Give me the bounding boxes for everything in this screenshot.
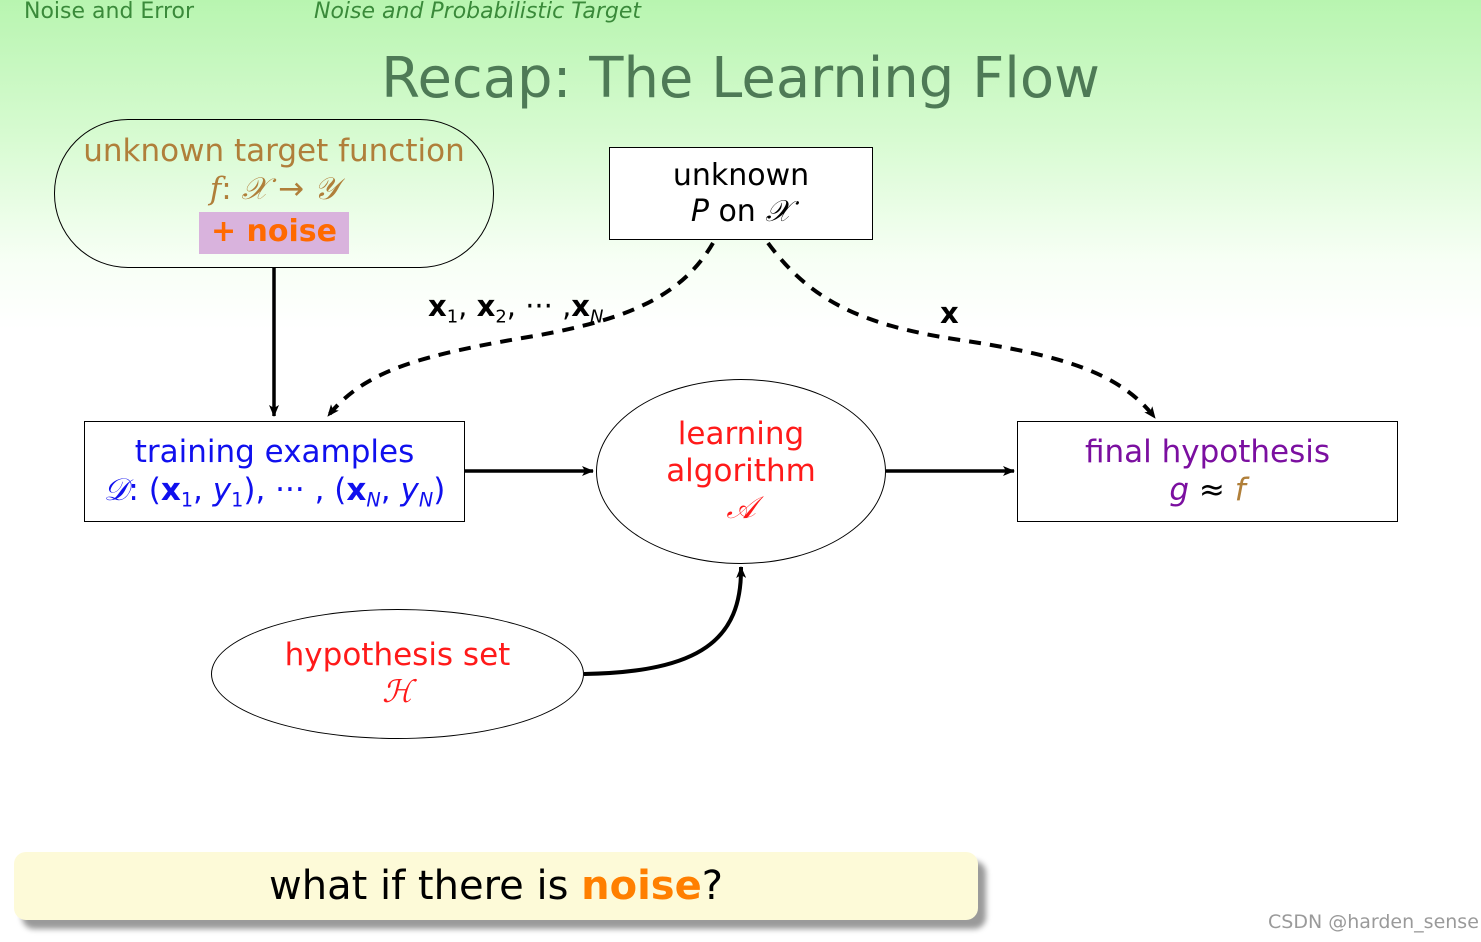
hypothesis-set-symbol: ℋ (382, 674, 413, 710)
samples-edge-label: x1, x2, ··· ,xN (428, 289, 604, 328)
final-hypothesis-formula: g ≈ f (1169, 471, 1246, 508)
training-examples-label: training examples (134, 434, 415, 471)
input-distribution-label: unknown (672, 157, 810, 193)
learning-algorithm-node: learning algorithm 𝒜 (596, 379, 886, 564)
target-function-formula: f: 𝒳 → 𝒴 (209, 170, 339, 207)
hypothesis-set-node: hypothesis set ℋ (211, 609, 584, 739)
question-callout: what if there is noise? (14, 852, 978, 920)
training-examples-node: training examples 𝒟: (x1, y1), ··· , (xN… (84, 421, 465, 522)
target-function-label: unknown target function (83, 133, 465, 170)
final-hypothesis-node: final hypothesis g ≈ f (1017, 421, 1398, 522)
target-function-node: unknown target function f: 𝒳 → 𝒴 + noise (54, 119, 494, 268)
learning-algorithm-label-2: algorithm (666, 452, 816, 489)
watermark: CSDN @harden_sense (1268, 911, 1479, 933)
test-input-edge-label: x (940, 296, 959, 330)
header-section: Noise and Error (24, 0, 195, 24)
edge-distribution-to-final (766, 241, 1157, 420)
training-examples-formula: 𝒟: (x1, y1), ··· , (xN, yN) (103, 471, 446, 512)
noise-badge: + noise (198, 211, 350, 254)
input-distribution-formula: P on 𝒳 (690, 193, 792, 229)
final-hypothesis-label: final hypothesis (1084, 434, 1331, 471)
edge-hypothesis-to-learning (583, 566, 747, 676)
learning-algorithm-symbol: 𝒜 (726, 490, 756, 527)
learning-algorithm-label-1: learning (677, 415, 805, 452)
hypothesis-set-label: hypothesis set (284, 636, 511, 673)
input-distribution-node: unknown P on 𝒳 (609, 147, 873, 240)
header-subsection: Noise and Probabilistic Target (314, 0, 641, 24)
slide-title: Recap: The Learning Flow (381, 46, 1100, 111)
edge-distribution-to-training (326, 241, 715, 418)
